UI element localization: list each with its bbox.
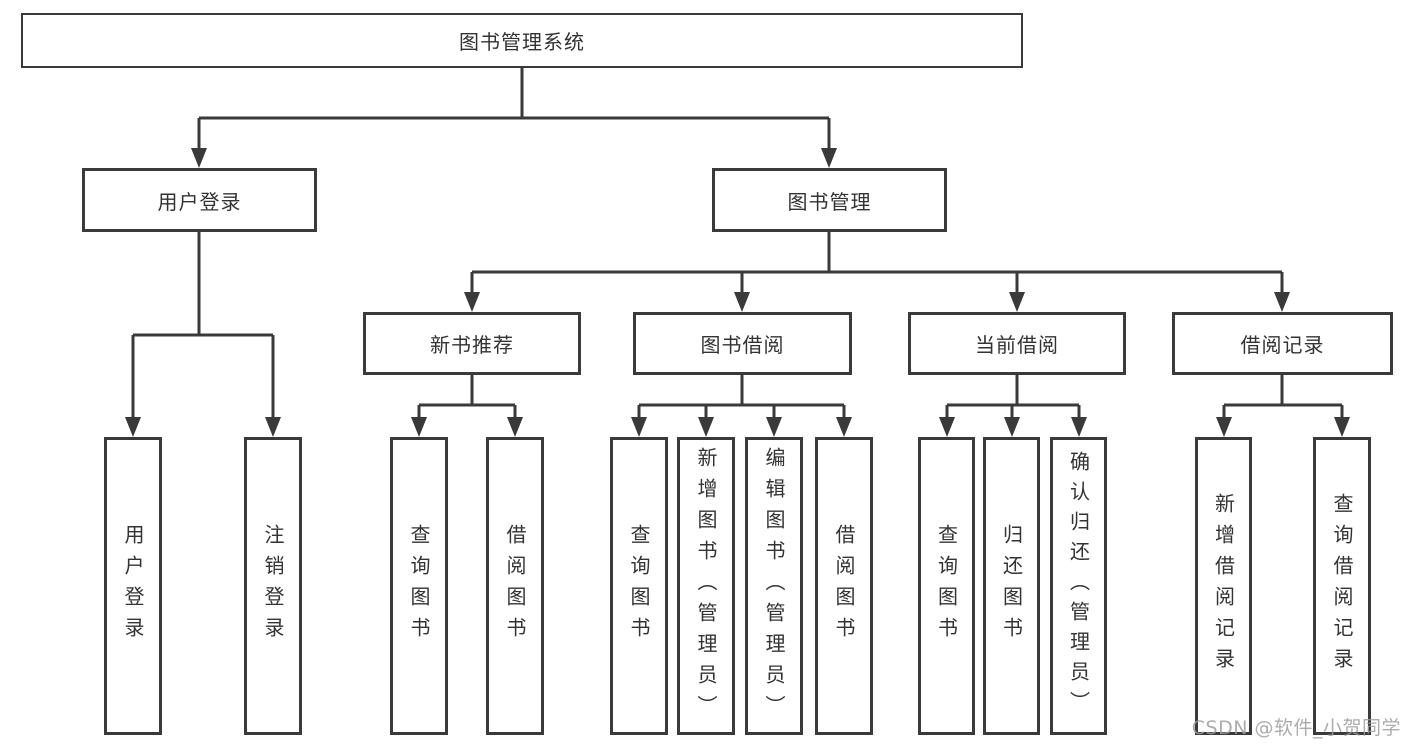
csdn-watermark: CSDN @软件_小贺同学 <box>1191 717 1401 739</box>
node-book-mgmt: 图书管理 <box>712 168 947 232</box>
node-current-borrow-label: 当前借阅 <box>975 333 1059 357</box>
node-new-books-label: 新书推荐 <box>430 333 514 357</box>
connector-bookborrow-to-leaves <box>637 375 846 419</box>
leaf-logout: 注销登录 <box>244 437 302 735</box>
node-user-login-label: 用户登录 <box>157 189 242 214</box>
leaf-bookborrow-add-label: 新增图书（管理员） <box>694 446 718 726</box>
leaf-records-query: 查询借阅记录 <box>1313 437 1371 735</box>
connector-root-to-level2 <box>197 68 831 150</box>
leaf-newbooks-query-label: 查询图书 <box>407 524 431 648</box>
connector-currentborrow-to-leaves <box>945 375 1081 419</box>
connector-userlogin-to-leaves <box>131 232 275 419</box>
leaf-records-add-label: 新增借阅记录 <box>1211 493 1236 679</box>
leaf-bookborrow-query: 查询图书 <box>610 437 668 735</box>
node-current-borrow: 当前借阅 <box>908 312 1126 375</box>
connector-bookmgmt-to-level3 <box>470 232 1284 294</box>
leaf-newbooks-borrow-label: 借阅图书 <box>503 524 527 648</box>
leaf-bookborrow-borrow-label: 借阅图书 <box>832 524 856 648</box>
leaf-bookborrow-add: 新增图书（管理员） <box>677 437 735 735</box>
node-book-mgmt-label: 图书管理 <box>787 189 872 214</box>
node-root-label: 图书管理系统 <box>459 30 585 54</box>
connector-newbooks-to-leaves <box>417 375 517 419</box>
connector-borrowrecords-to-leaves <box>1222 375 1344 419</box>
leaf-records-query-label: 查询借阅记录 <box>1330 493 1354 679</box>
leaf-bookborrow-edit: 编辑图书（管理员） <box>745 437 803 735</box>
node-root: 图书管理系统 <box>21 13 1023 68</box>
leaf-user-login-label: 用户登录 <box>121 524 145 648</box>
leaf-logout-label: 注销登录 <box>261 524 285 648</box>
leaf-currentborrow-confirm-label: 确认归还（管理员） <box>1066 451 1091 721</box>
leaf-user-login: 用户登录 <box>104 437 162 735</box>
leaf-currentborrow-confirm: 确认归还（管理员） <box>1050 437 1107 735</box>
leaf-currentborrow-query-label: 查询图书 <box>934 524 959 648</box>
node-borrow-records-label: 借阅记录 <box>1240 333 1325 357</box>
leaf-newbooks-borrow: 借阅图书 <box>486 437 544 735</box>
leaf-bookborrow-edit-label: 编辑图书（管理员） <box>762 446 786 726</box>
node-book-borrow: 图书借阅 <box>633 312 852 375</box>
leaf-currentborrow-return: 归还图书 <box>983 437 1040 735</box>
leaf-newbooks-query: 查询图书 <box>390 437 448 735</box>
leaf-records-add: 新增借阅记录 <box>1195 437 1252 735</box>
leaf-currentborrow-query: 查询图书 <box>918 437 975 735</box>
node-borrow-records: 借阅记录 <box>1172 312 1393 375</box>
node-user-login: 用户登录 <box>82 168 317 232</box>
node-new-books: 新书推荐 <box>363 312 581 375</box>
leaf-bookborrow-query-label: 查询图书 <box>627 524 651 648</box>
node-book-borrow-label: 图书借阅 <box>700 333 785 357</box>
leaf-bookborrow-borrow: 借阅图书 <box>815 437 873 735</box>
leaf-currentborrow-return-label: 归还图书 <box>999 524 1024 648</box>
